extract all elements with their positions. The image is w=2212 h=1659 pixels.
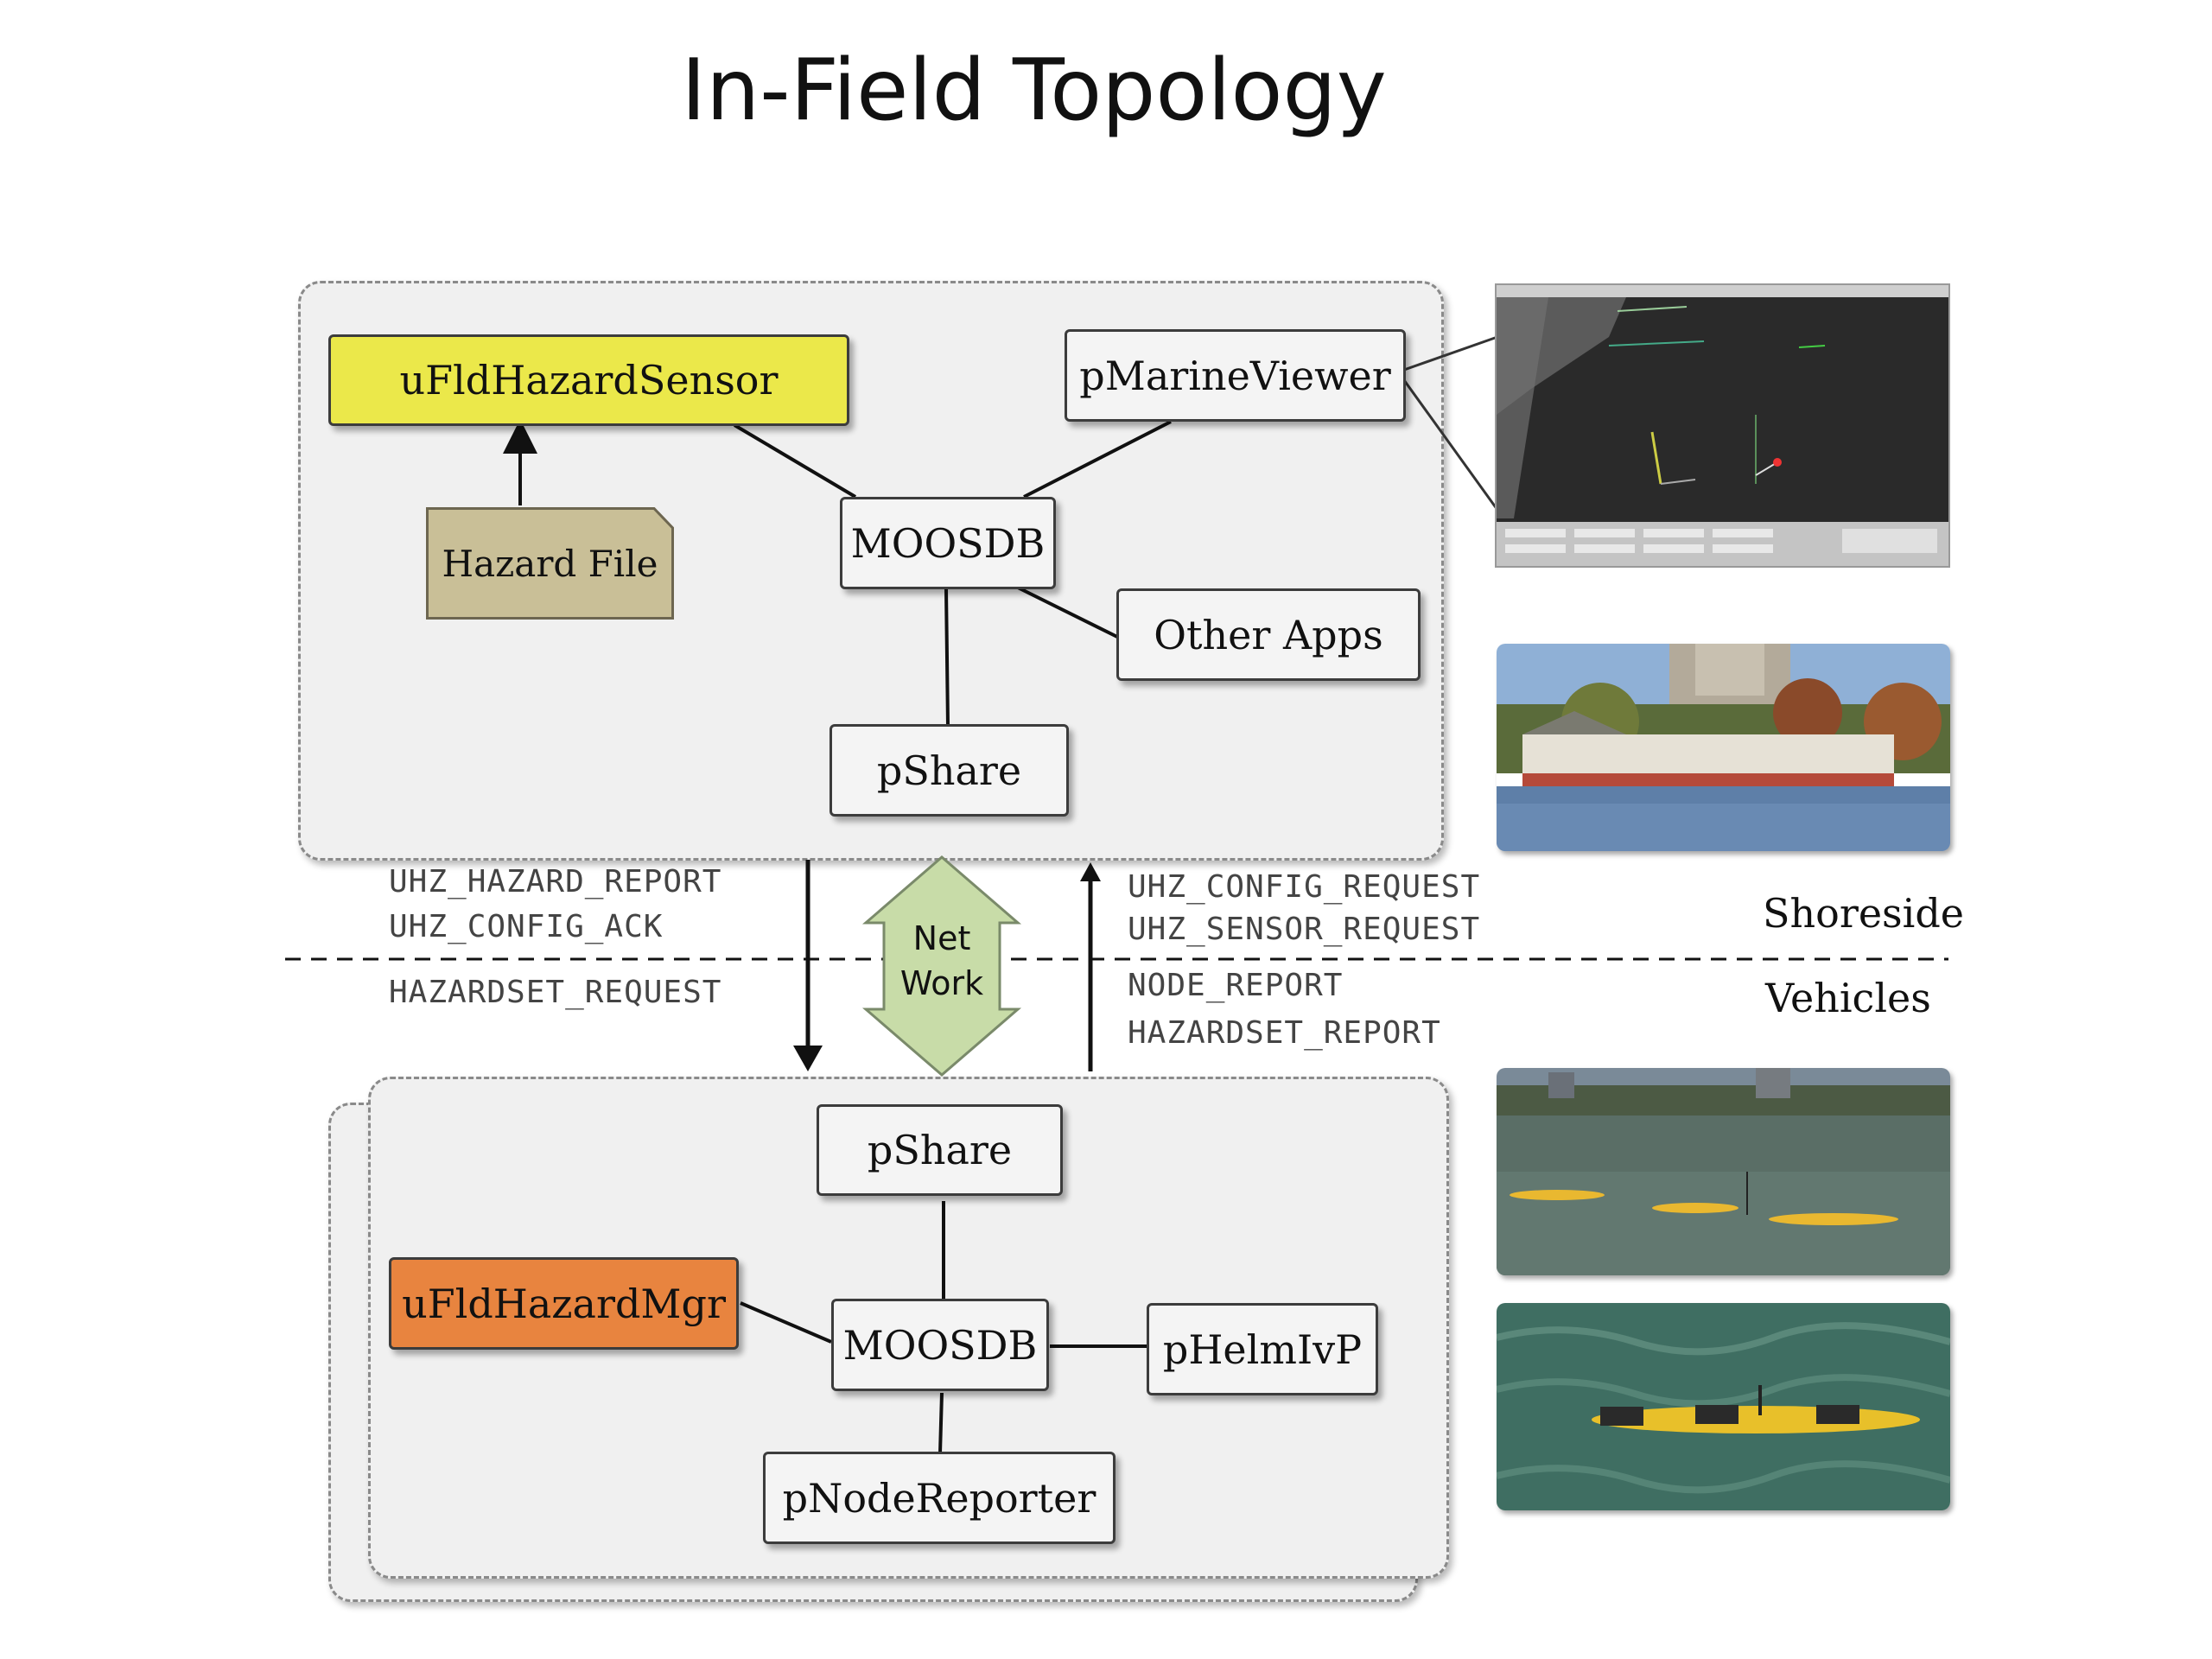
- other-apps-label: Other Apps: [1154, 611, 1383, 658]
- network-label: Net Work: [873, 916, 1011, 1006]
- vehicle-pshare-box: pShare: [817, 1104, 1063, 1196]
- shoreside-moosdb-box: MOOSDB: [840, 497, 1056, 589]
- uFldHazardMgr-box: uFldHazardMgr: [389, 1257, 739, 1350]
- edge-viewer-screenshot-bottom: [1402, 379, 1499, 511]
- hazard-file-label: Hazard File: [442, 542, 658, 585]
- up-arrow-head: [1080, 862, 1101, 881]
- vehicle-kayak-closeup-photo: [1497, 1303, 1950, 1510]
- edge-vmoosdb-nodereporter: [938, 1392, 944, 1454]
- edge-moosdb-otherapps: [1017, 586, 1120, 639]
- down-arrow-head: [793, 1046, 823, 1071]
- pMarineViewer-label: pMarineViewer: [1079, 352, 1391, 399]
- vehicle-moosdb-box: MOOSDB: [831, 1299, 1049, 1391]
- pNodeReporter-box: pNodeReporter: [763, 1452, 1116, 1544]
- edge-viewer-moosdb: [1023, 420, 1172, 499]
- msg-hazardset-report: HAZARDSET_REPORT: [1128, 1015, 1441, 1051]
- uFldHazardMgr-label: uFldHazardMgr: [402, 1280, 726, 1327]
- pHelmIvP-label: pHelmIvP: [1162, 1325, 1363, 1373]
- other-apps-box: Other Apps: [1116, 588, 1421, 681]
- vehicle-pshare-label: pShare: [867, 1127, 1013, 1173]
- edge-sensor-moosdb: [733, 423, 857, 499]
- vehicles-label: Vehicles: [1765, 975, 1931, 1021]
- pHelmIvP-box: pHelmIvP: [1147, 1303, 1378, 1395]
- uFldHazardSensor-label: uFldHazardSensor: [399, 357, 779, 404]
- msg-uhz-config-ack: UHZ_CONFIG_ACK: [389, 909, 664, 944]
- marine-viewer-screenshot: [1495, 283, 1950, 568]
- network-label-line1: Net: [912, 919, 971, 957]
- shoreside-pshare-box: pShare: [830, 724, 1069, 817]
- edge-hazardmgr-vmoosdb: [740, 1301, 832, 1344]
- edge-viewer-screenshot-top: [1403, 335, 1498, 372]
- shoreside-label: Shoreside: [1763, 890, 1965, 937]
- vehicle-moosdb-label: MOOSDB: [842, 1321, 1038, 1369]
- pNodeReporter-label: pNodeReporter: [782, 1474, 1096, 1522]
- shoreside-pshare-label: pShare: [876, 747, 1022, 794]
- shoreside-moosdb-label: MOOSDB: [850, 519, 1046, 567]
- msg-node-report: NODE_REPORT: [1128, 968, 1344, 1003]
- vehicle-kayaks-photo: [1497, 1068, 1950, 1275]
- msg-hazardset-request: HAZARDSET_REQUEST: [389, 975, 722, 1010]
- network-arrow-icon: [861, 855, 1022, 1077]
- msg-uhz-hazard-report: UHZ_HAZARD_REPORT: [389, 864, 722, 899]
- uFldHazardSensor-box: uFldHazardSensor: [328, 334, 849, 426]
- edge-moosdb-pshare: [944, 588, 950, 727]
- msg-uhz-sensor-request: UHZ_SENSOR_REQUEST: [1128, 912, 1481, 947]
- msg-uhz-config-request: UHZ_CONFIG_REQUEST: [1128, 869, 1481, 905]
- hazard-file-icon: [426, 507, 674, 620]
- shoreside-boathouse-photo: [1497, 644, 1950, 851]
- diagram-title: In-Field Topology: [681, 41, 1387, 140]
- network-label-line2: Work: [899, 964, 984, 1002]
- pMarineViewer-box: pMarineViewer: [1065, 329, 1406, 422]
- hazard-file-shape: [426, 507, 674, 620]
